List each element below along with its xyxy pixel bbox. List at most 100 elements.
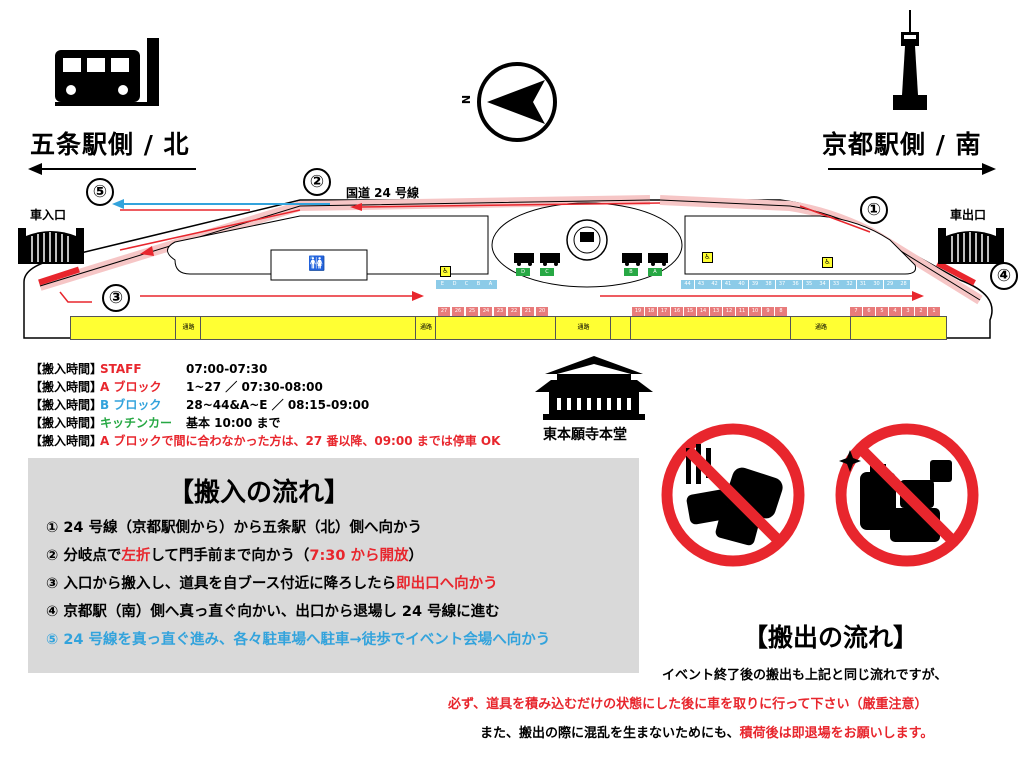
booth-spot: 38 [762,280,775,289]
schedule-row: 【搬入時間】A ブロックで間に合わなかった方は、27 番以降、09:00 までは… [30,434,501,448]
loading-flow-box: 【搬入の流れ】 ① 24 号線（京都駅側から）から五条駅（北）側へ向かう ② 分… [28,458,639,673]
booth-spot: 39 [748,280,762,289]
passage-bar [610,316,632,340]
booth-spot: D [448,280,461,289]
passage-label: 通路 [175,316,202,340]
kitchen-car-icon [514,253,560,266]
wheelchair-icon: ♿ [702,252,713,263]
route-number-4: ④ [990,262,1018,290]
passage-bar [435,316,557,340]
schedule-row: 【搬入時間】キッチンカー基本 10:00 まで [30,416,281,430]
booth-spot: 34 [816,280,829,289]
booth-spot: 14 [697,307,709,316]
passage-bar [630,316,792,340]
booth-spot: 36 [789,280,802,289]
north-arrow-icon [28,163,196,175]
kyoto-tower-icon [893,10,927,110]
booth-spot: 29 [883,280,897,289]
booth-spot: E [436,280,449,289]
booth-spot: 15 [684,307,696,316]
compass-icon [477,62,557,142]
flow-step-2: ② 分岐点で左折して門手前まで向かう（7:30 から開放） [46,548,424,564]
passage-label: 通路 [555,316,612,340]
booth-spot: 2 [915,307,927,316]
booth-spot: 8 [775,307,787,316]
booth-spot: 4 [889,307,901,316]
loading-flow-title: 【搬入の流れ】 [168,478,351,508]
booth-spot: A [484,280,497,289]
flow-step-4: ④ 京都駅（南）側へ真っ直ぐ向かい、出口から退場し 24 号線に進む [46,604,500,620]
booth-spot: 17 [658,307,670,316]
booth-spot: 9 [762,307,774,316]
entrance-gate-label: 車入口 [30,208,67,222]
booth-spot: 25 [466,307,478,316]
kitchen-car-label: B [624,268,638,276]
passage-label: 通路 [790,316,852,340]
passage-bar [850,316,947,340]
booth-spot: 16 [671,307,683,316]
unloading-note-3: また、搬出の際に混乱を生まないためにも、積荷後は即退場をお願いします。 [480,726,934,741]
flow-step-5: ⑤ 24 号線を真っ直ぐ進み、各々駐車場へ駐車→徒歩でイベント会場へ向かう [46,632,551,648]
flow-step-1: ① 24 号線（京都駅側から）から五条駅（北）側へ向かう [46,520,423,536]
booth-spot: 42 [708,280,721,289]
route-number-5: ⑤ [86,178,114,206]
exit-gate-label: 車出口 [950,208,987,222]
booth-spot: 13 [710,307,722,316]
road-label: 国道 24 号線 [346,186,420,200]
kitchen-car-label: D [516,268,530,276]
booth-spot: C [460,280,473,289]
route-number-2: ② [303,168,331,196]
passage-label: 通路 [415,316,437,340]
no-heavy-tools-icon [661,423,805,567]
wheelchair-icon: ♿ [822,257,833,268]
south-label: 京都駅側 / 南 [822,130,982,159]
booth-spot: 41 [721,280,735,289]
booth-spot: 33 [829,280,843,289]
booth-spot: 5 [876,307,888,316]
booth-spot: 23 [494,307,506,316]
booth-spot: 37 [775,280,789,289]
booth-spot: 19 [632,307,644,316]
booth-spot: 20 [536,307,548,316]
south-arrow-icon [828,163,996,175]
booth-spot: 24 [480,307,492,316]
booth-spot: 32 [843,280,856,289]
kitchen-car-label: A [648,268,662,276]
no-luggage-icon [835,423,979,567]
kitchen-car-label: C [540,268,554,276]
booth-spot: 1 [928,307,940,316]
passage-bar [200,316,417,340]
booth-spot: 3 [902,307,914,316]
temple-label: 東本願寺本堂 [543,427,627,443]
booth-spot: 10 [749,307,761,316]
route-number-3: ③ [102,284,130,312]
toilet-icon: 🚻 [308,256,326,272]
booth-spot: B [472,280,485,289]
temple-icon [535,356,653,420]
booth-spot: 27 [438,307,450,316]
wheelchair-icon: ♿ [440,266,451,277]
booth-spot: 40 [735,280,748,289]
train-icon [55,38,159,106]
booth-spot: 22 [508,307,520,316]
flow-step-3: ③ 入口から搬入し、道具を自ブース付近に降ろしたら即出口へ向かう [46,576,498,592]
booth-spot: 18 [645,307,657,316]
booth-spot: 11 [736,307,748,316]
gate-icon [938,228,1004,264]
compass-north-letter: N [460,94,474,105]
booth-spot: 12 [723,307,735,316]
unloading-flow-title: 【搬出の流れ】 [743,623,919,652]
booth-spot: 44 [681,280,694,289]
unloading-note-1: イベント終了後の搬出も上記と同じ流れですが、 [662,668,948,683]
gate-icon [18,228,84,264]
booth-spot: 21 [522,307,534,316]
booth-spot: 31 [856,280,870,289]
passage-bar [70,316,177,340]
booth-spot: 30 [870,280,883,289]
booth-spot: 43 [694,280,708,289]
kitchen-car-icon [622,253,668,266]
